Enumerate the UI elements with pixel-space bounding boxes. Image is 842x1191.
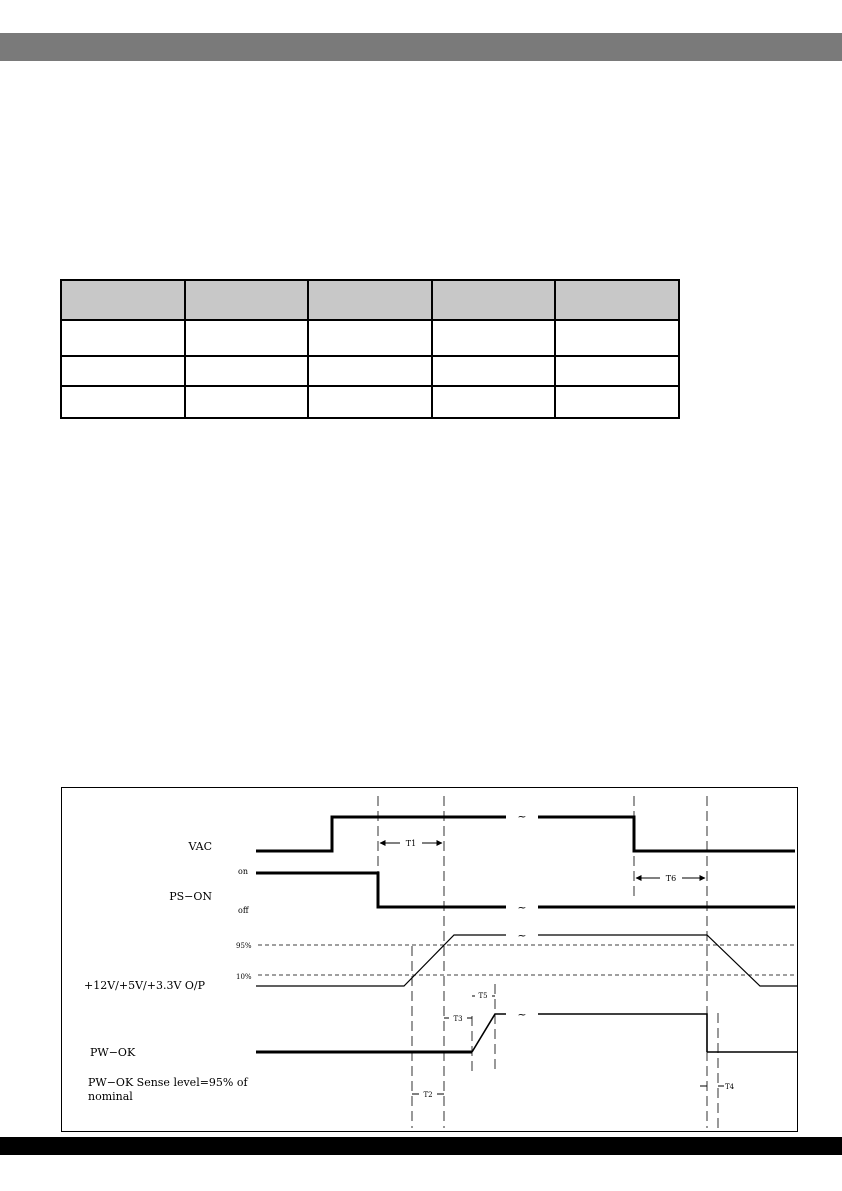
table-header-row [60, 279, 680, 321]
t1-label: T1 [406, 839, 416, 848]
level-10-label: 10% [236, 973, 252, 981]
ps-on-on-label: on [238, 867, 248, 876]
table-cell [430, 385, 557, 419]
table-cell [183, 319, 310, 357]
table-cell [554, 385, 680, 419]
table-header-cell [430, 279, 557, 321]
header-bar [0, 33, 842, 61]
break-mark: ~ [517, 810, 526, 823]
table-cell [60, 385, 186, 419]
t3-label-bg [449, 1012, 467, 1023]
table-header-cell [554, 279, 680, 321]
table-header-cell [307, 279, 433, 321]
break-mark: ~ [517, 901, 526, 914]
table-cell [307, 355, 433, 387]
note-line-1: PW−OK Sense level=95% of [88, 1076, 248, 1089]
t6-label: T6 [666, 874, 676, 883]
table-cell [307, 385, 433, 419]
timing-diagram-svg: ~ ~ ~ ~ VAC PS−ON on off +12V/+5V/+3.3V … [84, 796, 798, 1128]
table-cell [183, 385, 310, 419]
table-cell [183, 355, 310, 387]
table-row [60, 355, 680, 387]
t2-label-bg [419, 1088, 437, 1099]
t5-label-bg [475, 990, 492, 1001]
vac-waveform [538, 815, 795, 853]
t3-label: T3 [453, 1015, 462, 1023]
outputs-label: +12V/+5V/+3.3V O/P [84, 979, 206, 992]
break-mark: ~ [517, 1008, 526, 1021]
ps-on-waveform [256, 871, 506, 909]
table-cell [554, 319, 680, 357]
pw-ok-waveform [471, 1013, 506, 1053]
table-row [60, 385, 680, 419]
table-cell [554, 355, 680, 387]
table-header-cell [60, 279, 186, 321]
table-header-cell [183, 279, 310, 321]
table-cell [60, 355, 186, 387]
t5-label: T5 [478, 992, 487, 1000]
level-95-label: 95% [236, 942, 252, 950]
footer-bar [0, 1137, 842, 1155]
table-cell [430, 355, 557, 387]
ps-on-off-label: off [238, 906, 250, 915]
break-mark: ~ [517, 929, 526, 942]
vac-label: VAC [187, 840, 212, 853]
pw-ok-label: PW−OK [90, 1046, 136, 1059]
ps-on-label: PS−ON [169, 890, 212, 903]
t4-label: T4 [725, 1083, 735, 1091]
vac-waveform [256, 815, 506, 853]
t1-label-bg [400, 837, 422, 849]
table-cell [307, 319, 433, 357]
t6-label-bg [660, 872, 682, 884]
output-waveform [538, 934, 798, 987]
pw-ok-waveform [538, 1013, 708, 1052]
note-line-2: nominal [88, 1090, 133, 1103]
output-waveform [256, 934, 506, 987]
timing-diagram: ~ ~ ~ ~ VAC PS−ON on off +12V/+5V/+3.3V … [61, 787, 798, 1132]
t2-label: T2 [423, 1091, 432, 1099]
table-row [60, 319, 680, 357]
table-cell [430, 319, 557, 357]
table-cell [60, 319, 186, 357]
spec-table [60, 279, 680, 419]
